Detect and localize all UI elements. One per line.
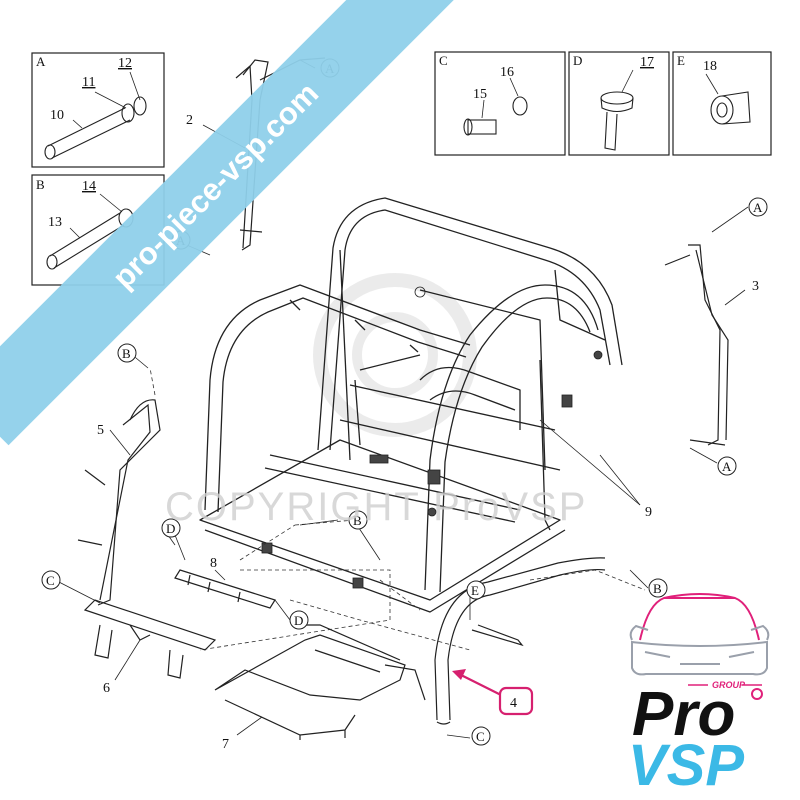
callout-b-right: B <box>653 581 662 596</box>
part-18-label: 18 <box>703 59 717 74</box>
callout-a-right-top: A <box>753 200 763 215</box>
callout-d-center: D <box>294 613 303 628</box>
part-14-label: 14 <box>82 179 96 194</box>
part-12-label: 12 <box>118 56 132 71</box>
callout-a-right-bottom: A <box>722 459 732 474</box>
leader-lines <box>54 59 749 739</box>
logo-group-text: GROUP <box>712 680 746 690</box>
car-front-icon <box>629 593 770 676</box>
part-16-label: 16 <box>500 65 514 80</box>
callout-c-left: C <box>46 573 55 588</box>
detail-panel-e: E 18 <box>672 51 772 156</box>
panel-a-label: A <box>36 54 46 69</box>
part-5-pillar <box>77 399 161 606</box>
roll-cage-details <box>261 286 603 589</box>
detail-panel-a: A 10 11 12 <box>31 52 165 168</box>
part-6-crossmember <box>83 599 217 679</box>
callout-b-left: B <box>122 346 131 361</box>
logo-pro-text: Pro <box>632 680 735 749</box>
part-7-label: 7 <box>222 737 229 752</box>
part-7-seat-base <box>214 624 426 740</box>
part-4-highlight <box>452 669 534 716</box>
detail-panel-c: C 15 16 <box>434 51 566 156</box>
part-15-label: 15 <box>473 87 487 102</box>
panel-c-label: C <box>439 53 448 68</box>
provsp-logo: GROUP Pro VSP <box>628 593 770 798</box>
panel-b-label: B <box>36 177 45 192</box>
part-3-label: 3 <box>752 279 759 294</box>
part-2-label: 2 <box>186 113 193 128</box>
part-3-pillar <box>664 244 729 446</box>
part-5-label: 5 <box>97 423 104 438</box>
part-8-bracket <box>174 569 276 609</box>
part-4-pillar <box>434 557 606 725</box>
panel-d-label: D <box>573 53 582 68</box>
part-9-label: 9 <box>645 505 652 520</box>
callout-d-left: D <box>166 521 175 536</box>
part-17-label: 17 <box>640 55 654 70</box>
roll-cage-frame <box>199 197 623 613</box>
copyright-watermark: COPYRIGHT ProVSP <box>165 485 587 529</box>
part-13-label: 13 <box>48 215 62 230</box>
background-watermark-ring <box>313 273 477 437</box>
part-8-label: 8 <box>210 556 217 571</box>
callout-c-bottom: C <box>476 729 485 744</box>
detail-panel-d: D 17 <box>568 51 670 156</box>
panel-e-label: E <box>677 53 685 68</box>
callout-e: E <box>471 583 479 598</box>
callout-b-center: B <box>353 513 362 528</box>
part-11-label: 11 <box>82 75 95 90</box>
part-10-label: 10 <box>50 108 64 123</box>
logo-vsp-text: VSP <box>628 733 744 798</box>
part-6-label: 6 <box>103 681 110 696</box>
part-4-label: 4 <box>510 696 517 711</box>
